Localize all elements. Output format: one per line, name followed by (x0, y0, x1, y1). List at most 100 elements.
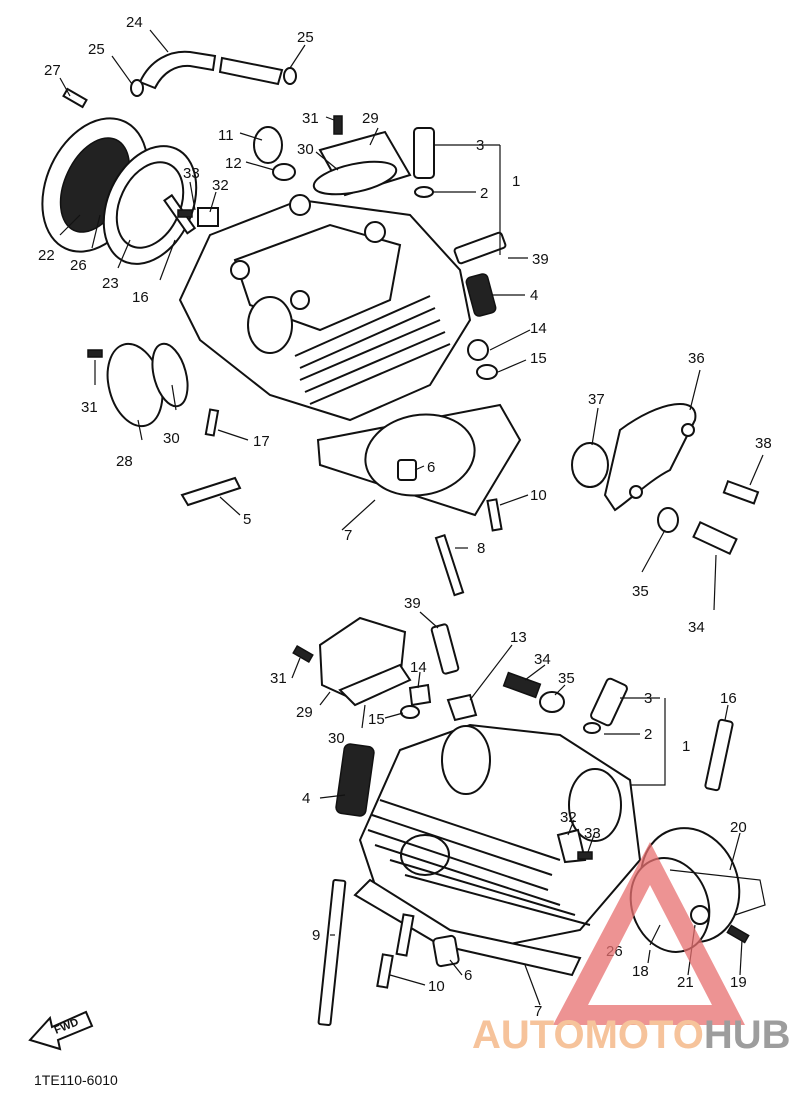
callouts-top: 24 25 25 27 31 29 3 1 11 30 12 2 33 32 2… (38, 14, 772, 636)
plug (690, 905, 710, 925)
callout-label: 33 (584, 825, 601, 842)
logo-word-b: HUB (704, 1013, 791, 1057)
gasket-bottom (338, 663, 412, 707)
callout-label: 31 (302, 110, 319, 127)
callout-label: 16 (132, 289, 149, 306)
callout-label: 34 (534, 651, 551, 668)
bracket (197, 207, 219, 227)
bracket-hole (629, 485, 643, 499)
bolt (502, 671, 542, 699)
callout-label: 21 (677, 974, 694, 991)
callout-label: 39 (532, 251, 549, 268)
callout-label: 14 (530, 320, 547, 337)
top-assembly (41, 29, 764, 611)
stud (395, 913, 415, 957)
nut (446, 693, 478, 722)
callout-label: 1 (512, 173, 520, 190)
callout-label: 12 (225, 155, 242, 172)
callout-label: 29 (296, 704, 313, 721)
valve-guide (590, 677, 628, 727)
callout-label: 30 (163, 430, 180, 447)
forward-arrow: FWD (28, 1010, 94, 1051)
washer (539, 691, 565, 713)
callout-label: 2 (480, 185, 488, 202)
callout-label: 24 (126, 14, 143, 31)
callout-label: 10 (428, 978, 445, 995)
cylinder-gasket-lower (353, 878, 582, 977)
callout-label: 26 (70, 257, 87, 274)
bolt (722, 479, 760, 505)
callout-label: 31 (81, 399, 98, 416)
clip (583, 722, 601, 734)
dowel (397, 459, 417, 481)
stud-hole (364, 221, 386, 243)
stud (376, 953, 394, 989)
stud (434, 533, 465, 597)
callout-label: 3 (644, 690, 652, 707)
stud-hole (289, 194, 311, 216)
callout-label: 10 (530, 487, 547, 504)
callout-label: 18 (632, 963, 649, 980)
stud-hole (230, 260, 250, 280)
callout-label: 27 (44, 62, 61, 79)
callout-label: 33 (183, 165, 200, 182)
port (441, 725, 491, 795)
callout-label: 7 (344, 527, 352, 544)
callout-label: 36 (688, 350, 705, 367)
washer (272, 163, 296, 181)
o-ring (151, 342, 189, 408)
cap-nut (253, 126, 283, 164)
callout-label: 23 (102, 275, 119, 292)
spark-plug (430, 623, 460, 675)
leader-lines-bottom (291, 611, 743, 1006)
oil-pipe (180, 476, 242, 507)
wire-clip (669, 869, 766, 916)
callout-label: 19 (730, 974, 747, 991)
stud (486, 498, 503, 532)
callout-label: 15 (530, 350, 547, 367)
callout-label: 35 (558, 670, 575, 687)
callout-label: 13 (510, 629, 527, 646)
part-code: 1TE110-6010 (34, 1072, 118, 1088)
forward-arrow-icon (28, 1010, 94, 1051)
callout-label: 17 (253, 433, 270, 450)
breather-hose-pipe (218, 56, 284, 86)
cooling-fins-upper (294, 295, 451, 405)
callout-label: 28 (116, 453, 133, 470)
callout-label: 22 (38, 247, 55, 264)
washer (476, 364, 498, 380)
logo-word-a: AUTOMOTO (472, 1013, 704, 1057)
callout-label: 31 (270, 670, 287, 687)
callouts-bottom: 39 13 34 35 3 16 31 14 29 15 30 2 1 4 32… (270, 595, 747, 1020)
callout-label: 4 (530, 287, 538, 304)
callout-label: 25 (88, 41, 105, 58)
stud (317, 878, 347, 1027)
hose-clip (283, 67, 297, 85)
callout-label: 1 (682, 738, 690, 755)
gasket (312, 160, 398, 196)
bolt (726, 924, 750, 944)
callout-label: 16 (720, 690, 737, 707)
callout-label: 8 (477, 540, 485, 557)
valve-guide (413, 127, 435, 179)
callout-label: 2 (644, 726, 652, 743)
callout-label: 35 (632, 583, 649, 600)
callout-label: 30 (328, 730, 345, 747)
callout-label: 32 (212, 177, 229, 194)
bolt (292, 645, 314, 663)
spark-plug (453, 231, 507, 265)
bolt (62, 87, 88, 109)
bolt (87, 349, 103, 358)
callout-label: 7 (534, 1003, 542, 1020)
callout-label: 9 (312, 927, 320, 944)
callout-label: 11 (218, 127, 234, 144)
callout-label: 25 (297, 29, 314, 46)
dowel (204, 408, 220, 437)
bolt (333, 115, 343, 135)
hose-clip (130, 79, 144, 97)
logo-text: AUTOMOTOHUB (472, 1013, 791, 1057)
callout-label: 6 (427, 459, 435, 476)
bracket-hole (681, 423, 695, 437)
watermark-logo: AUTOMOTOHUB (472, 842, 791, 1057)
